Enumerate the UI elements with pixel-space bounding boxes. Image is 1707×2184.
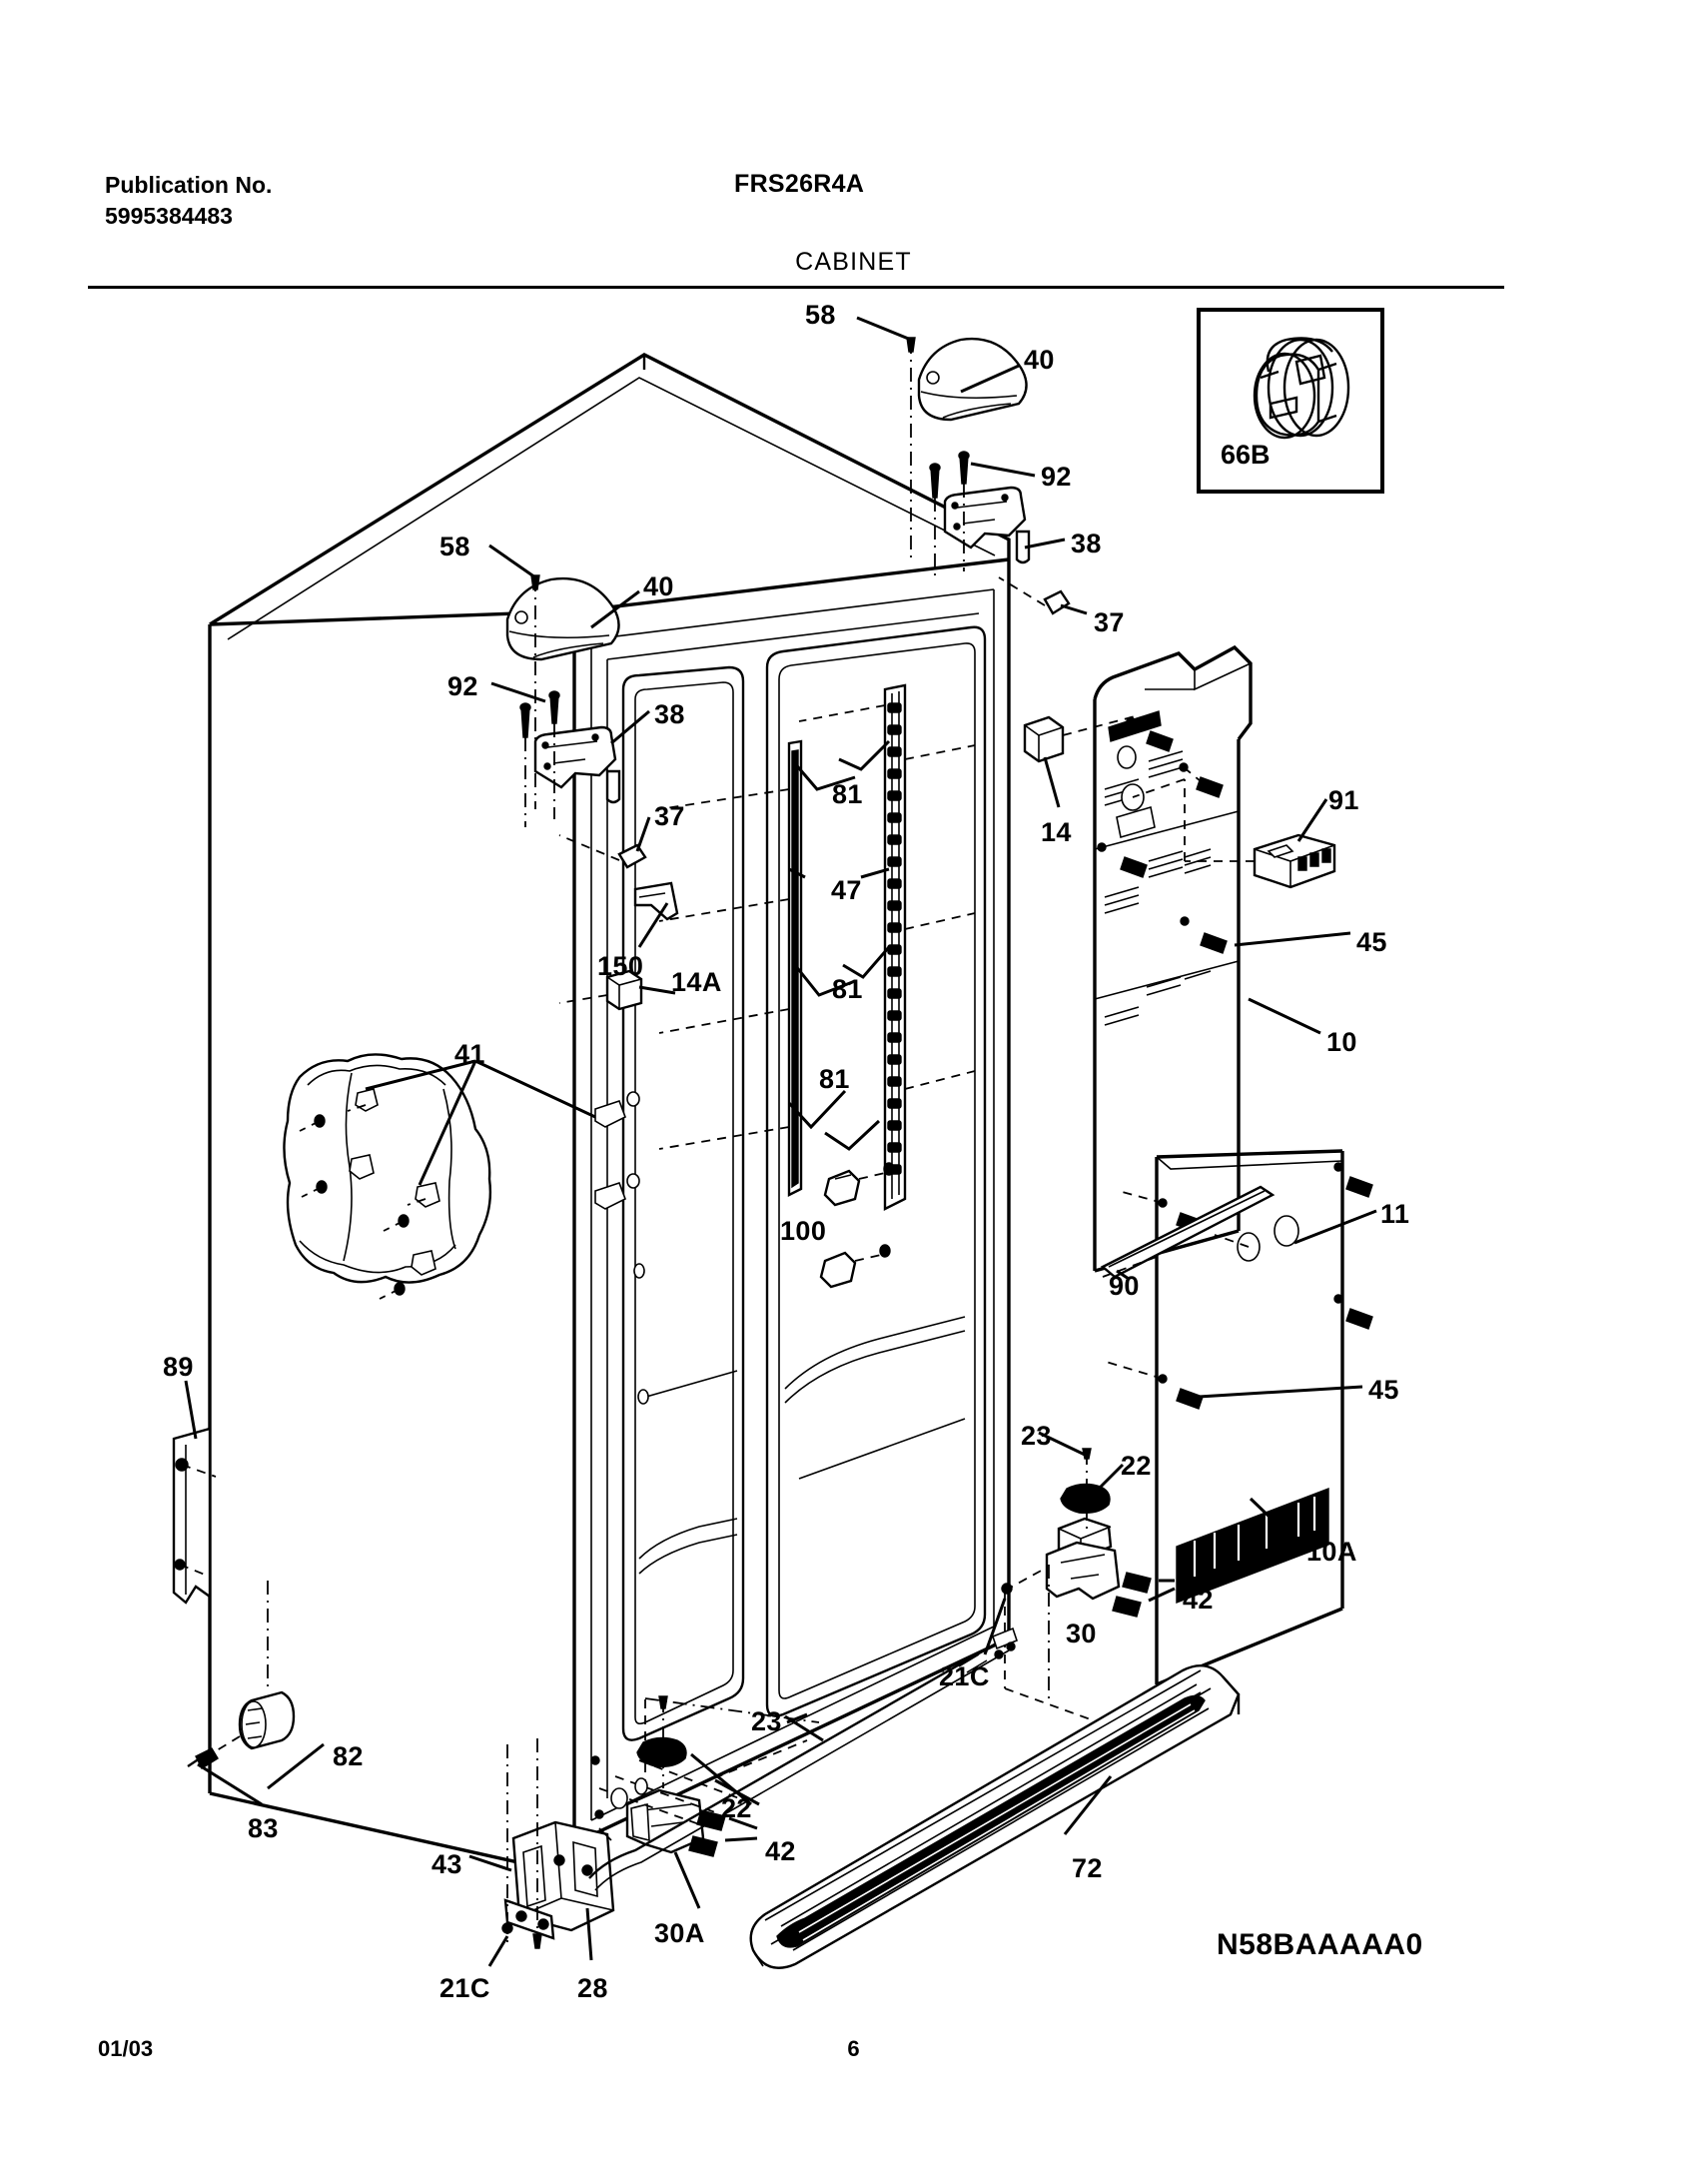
- cabinet-face-plugs: [595, 1092, 648, 1404]
- callout-38: 38: [1071, 529, 1102, 558]
- callout-81: 81: [819, 1064, 850, 1094]
- shelf-ladder-47: [789, 685, 905, 1209]
- callout-11: 11: [1380, 1199, 1410, 1229]
- publication-label: Publication No.: [105, 172, 273, 198]
- bracket-89: [174, 1381, 216, 1603]
- callout-90: 90: [1109, 1271, 1140, 1301]
- shelf-ladder-projection: [659, 705, 975, 1149]
- callout-41: 41: [454, 1039, 485, 1069]
- callout-45: 45: [1368, 1375, 1399, 1405]
- model-number: FRS26R4A: [734, 170, 865, 198]
- callout-21C: 21C: [939, 1661, 990, 1691]
- callout-14: 14: [1041, 817, 1072, 847]
- callout-10: 10: [1326, 1027, 1357, 1057]
- callout-30: 30: [1066, 1619, 1097, 1648]
- callout-42: 42: [765, 1836, 796, 1866]
- hinge-group-top-right: [907, 338, 1069, 613]
- clip-81-leaders: [789, 741, 889, 1149]
- callout-40: 40: [1024, 345, 1055, 375]
- door-bottom-detail: [993, 1629, 1017, 1658]
- callout-23: 23: [751, 1706, 782, 1736]
- roller-82: [188, 1581, 324, 1804]
- callout-40: 40: [643, 571, 674, 601]
- cabinet-base-lip: [589, 1638, 1009, 1890]
- callout-91: 91: [1328, 785, 1359, 815]
- machine-compartment-cover-10: [1095, 647, 1334, 1271]
- callout-28: 28: [577, 1973, 608, 2003]
- callout-leaders: [489, 318, 1376, 1804]
- callout-10A: 10A: [1306, 1537, 1357, 1567]
- callout-72: 72: [1072, 1853, 1103, 1883]
- part-41-cover: [284, 1054, 595, 1299]
- callout-45: 45: [1356, 927, 1387, 957]
- cabinet-body: [210, 355, 1009, 1878]
- diagram-code: N58BAAAAA0: [1217, 1928, 1423, 1961]
- callout-30A: 30A: [654, 1918, 705, 1948]
- callout-23: 23: [1021, 1421, 1052, 1451]
- callout-42: 42: [1183, 1585, 1214, 1615]
- fresh-food-door-opening: [767, 627, 985, 1716]
- inset-box-66b: [1197, 308, 1384, 494]
- callout-21C: 21C: [439, 1973, 490, 2003]
- callout-22: 22: [1121, 1451, 1152, 1481]
- callout-47: 47: [831, 875, 862, 905]
- publication-number: 5995384483: [105, 203, 233, 229]
- base-grille-72: [751, 1665, 1239, 1968]
- part-14-block: [1025, 715, 1139, 761]
- callout-82: 82: [333, 1741, 364, 1771]
- callout-14A: 14A: [671, 967, 722, 997]
- callout-58: 58: [439, 532, 470, 561]
- callout-37: 37: [1094, 607, 1125, 637]
- header-divider: [88, 286, 1504, 289]
- callout-150: 150: [597, 951, 644, 981]
- callout-43: 43: [431, 1849, 462, 1879]
- callout-81: 81: [832, 974, 863, 1004]
- freezer-door-opening: [623, 667, 743, 1740]
- footer-date-code: 01/03: [98, 2036, 154, 2061]
- footer-page-number: 6: [847, 2036, 860, 2061]
- callout-37: 37: [654, 801, 685, 831]
- callout-81: 81: [832, 779, 863, 809]
- page-title: CABINET: [795, 248, 912, 276]
- inset-label-66b: 66B: [1221, 440, 1271, 470]
- callout-22: 22: [721, 1793, 752, 1823]
- hinge-group-bottom-right: [985, 1449, 1175, 1740]
- part-100-clips: [821, 1163, 894, 1287]
- hinge-group-top-left: [507, 575, 677, 1009]
- callout-92: 92: [447, 671, 478, 701]
- publication-block: Publication No. 5995384483: [105, 170, 272, 232]
- callout-89: 89: [163, 1352, 194, 1382]
- grommet-bushing-icon: [1253, 337, 1350, 440]
- callout-92: 92: [1041, 462, 1072, 492]
- callout-100: 100: [780, 1216, 827, 1246]
- callout-38: 38: [654, 699, 685, 729]
- callout-83: 83: [248, 1813, 279, 1843]
- callout-58: 58: [805, 300, 836, 330]
